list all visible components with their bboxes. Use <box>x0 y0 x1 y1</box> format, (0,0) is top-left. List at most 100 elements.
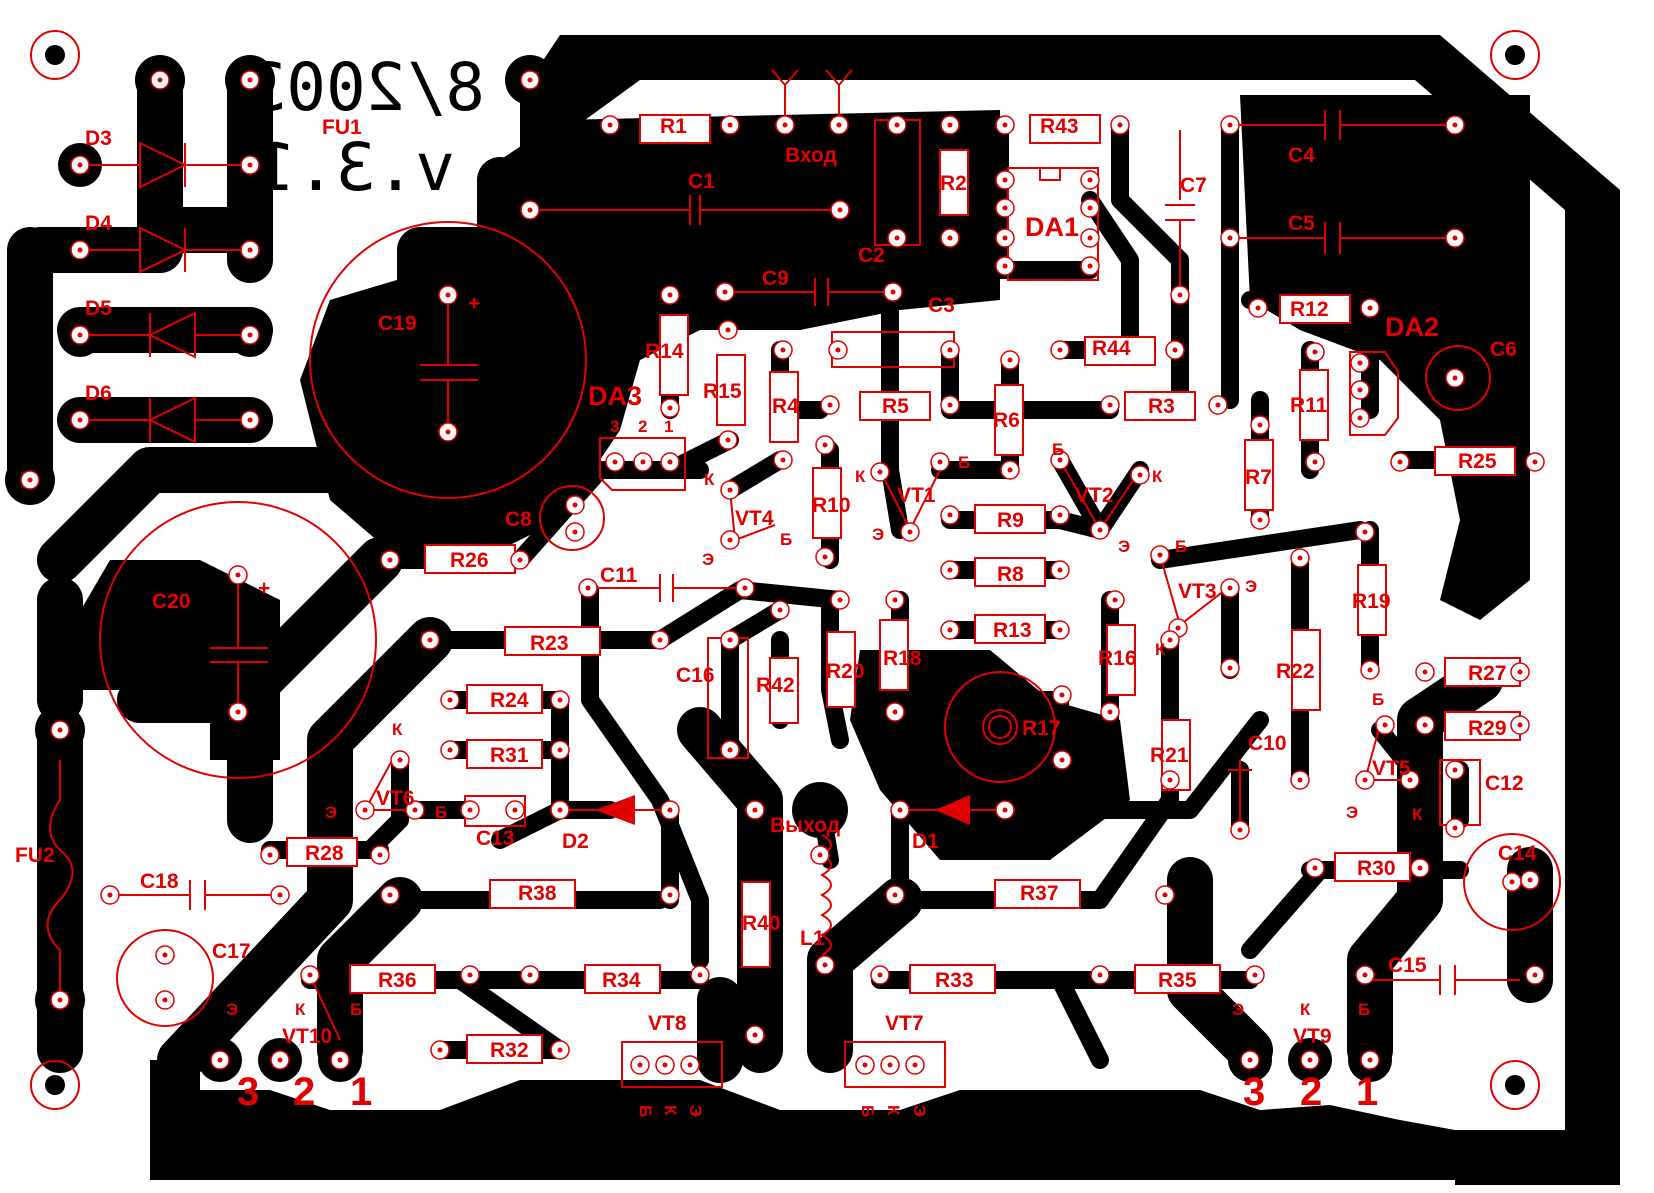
pad-drill <box>27 477 33 483</box>
pad-drill <box>907 529 913 535</box>
pad-drill <box>77 247 83 253</box>
big-pin-2-left: 2 <box>293 1070 315 1114</box>
pad-drill <box>662 1062 668 1068</box>
label-r25: R25 <box>1458 450 1497 473</box>
label-r22: R22 <box>1276 660 1315 683</box>
label-c18: C18 <box>140 870 179 893</box>
pad-drill <box>277 892 283 898</box>
pad-drill <box>217 1057 223 1063</box>
pad-drill <box>727 537 733 543</box>
pad-drill <box>1117 122 1123 128</box>
label-d5: D5 <box>85 297 112 320</box>
pad-drill <box>725 327 731 333</box>
label-r15: R15 <box>703 380 742 403</box>
pad-drill <box>1362 529 1368 535</box>
pad-drill <box>1107 709 1113 715</box>
pad-drill <box>837 207 843 213</box>
pad-drill <box>247 162 253 168</box>
labels: R1 R2 R3 R4 R5 R6 R7 R8 R9 R10 R11 R12 R… <box>15 115 1537 1117</box>
label-c7: C7 <box>1180 174 1207 197</box>
pin-b: Б <box>780 530 792 549</box>
pad-drill <box>157 77 163 83</box>
pad-drill <box>1057 512 1063 518</box>
pad-drill <box>585 585 591 591</box>
pad-drill <box>467 972 473 978</box>
label-r9: R9 <box>997 509 1024 532</box>
label-r14: R14 <box>645 340 684 363</box>
pin-e: Э <box>226 1000 238 1019</box>
pin-b: Б <box>435 803 447 822</box>
label-r24: R24 <box>490 689 529 712</box>
pad-drill <box>527 972 533 978</box>
label-fu1: FU1 <box>322 116 362 139</box>
pad-drill <box>1247 1057 1253 1063</box>
pad-drill <box>725 437 731 443</box>
pad-drill <box>467 807 473 813</box>
pad-drill <box>277 1057 283 1063</box>
pin-k: К <box>392 720 403 739</box>
pad-drill <box>1252 972 1258 978</box>
pad-drill <box>397 757 403 763</box>
pad-drill <box>667 459 673 465</box>
pad-drill <box>667 292 673 298</box>
pad-drill <box>1312 349 1318 355</box>
pad-drill <box>1257 517 1263 523</box>
label-c20: C20 <box>152 590 191 613</box>
pad-drill <box>780 347 786 353</box>
pin-k: К <box>884 1105 903 1116</box>
label-r27: R27 <box>1468 662 1507 685</box>
label-r1: R1 <box>660 115 687 138</box>
pad-drill <box>512 807 518 813</box>
pad-drill <box>557 747 563 753</box>
pad-drill <box>862 1062 868 1068</box>
label-r12: R12 <box>1290 298 1329 321</box>
pad-drill <box>1255 305 1261 311</box>
pad-drill <box>607 122 613 128</box>
pad-drill <box>447 697 453 703</box>
pad-drill <box>247 77 253 83</box>
label-vt8: VT8 <box>648 1012 687 1035</box>
label-r2: R2 <box>940 172 967 195</box>
pad-drill <box>107 892 113 898</box>
pad-drill <box>897 807 903 813</box>
pad-drill <box>162 952 168 958</box>
label-c8: C8 <box>505 508 532 531</box>
pin-b: Б <box>958 453 970 472</box>
label-c9: C9 <box>762 267 789 290</box>
pad-drill <box>894 235 900 241</box>
label-d4: D4 <box>85 212 112 235</box>
pad-drill <box>1097 527 1103 533</box>
pad-drill <box>1357 415 1363 421</box>
pin-b: Б <box>1052 440 1064 459</box>
pad-drill <box>1362 777 1368 783</box>
pad-drill <box>937 459 943 465</box>
pad-drill <box>1452 825 1458 831</box>
label-r21: R21 <box>1150 744 1189 767</box>
label-c11: C11 <box>600 564 638 587</box>
pad-drill <box>1532 972 1538 978</box>
pin-b: Б <box>350 1000 362 1019</box>
pad-drill <box>667 405 673 411</box>
pad-drill <box>1357 387 1363 393</box>
label-r37: R37 <box>1020 882 1059 905</box>
pad-drill <box>892 709 898 715</box>
pad-drill <box>687 1062 693 1068</box>
label-r26: R26 <box>450 549 489 572</box>
pad-drill <box>1227 585 1233 591</box>
pin-b: Б <box>858 1105 877 1117</box>
label-r17: R17 <box>1022 717 1061 740</box>
label-r43: R43 <box>1040 115 1079 138</box>
board-version-text: v.3.1 <box>256 129 455 206</box>
pad-drill <box>612 459 618 465</box>
label-da2: DA2 <box>1385 312 1439 342</box>
pin-e: Э <box>325 803 337 822</box>
pad-drill <box>1162 892 1168 898</box>
pad-drill <box>667 892 673 898</box>
label-r6: R6 <box>993 409 1020 432</box>
pin-e: Э <box>702 550 714 569</box>
pad-drill <box>1137 472 1143 478</box>
pad-drill <box>780 457 786 463</box>
label-da3: DA3 <box>588 381 642 411</box>
pad-drill <box>1312 865 1318 871</box>
pad-drill <box>235 709 241 715</box>
